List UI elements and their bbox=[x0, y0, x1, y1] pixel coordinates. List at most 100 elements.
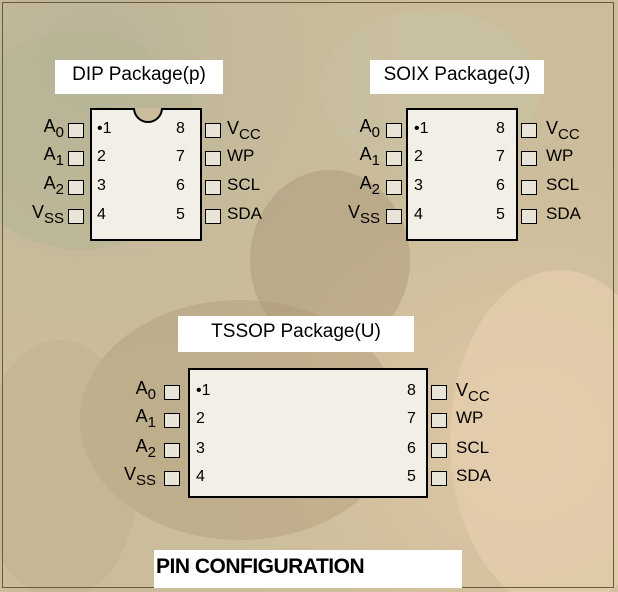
soix-pin-number-4: 4 bbox=[414, 206, 423, 223]
soix-pin-label-left-3-subscript: 2 bbox=[371, 181, 380, 198]
dip-pin-label-left-4: VSS bbox=[32, 202, 64, 227]
tssop-pin-label-right-8-subscript: CC bbox=[468, 388, 490, 405]
tssop-pin-number-5: 5 bbox=[407, 468, 416, 485]
soix-pin-pad-left-2 bbox=[386, 151, 402, 166]
tssop-pin-pad-right-4 bbox=[431, 471, 447, 486]
soix-pin-pad-left-1 bbox=[386, 123, 402, 138]
soix-pin-label-right-6-text: SCL bbox=[546, 175, 580, 194]
dip-pin-label-right-8: VCC bbox=[227, 118, 261, 143]
dip-pin-number-2: 2 bbox=[97, 148, 106, 165]
soix-pin-pad-right-2 bbox=[521, 151, 537, 166]
soix-pin-pad-left-4 bbox=[386, 209, 402, 224]
dip-pin-pad-left-2 bbox=[68, 151, 84, 166]
tssop-pin-label-left-4-subscript: SS bbox=[135, 472, 156, 489]
soix-pin-label-right-5-text: SDA bbox=[546, 204, 581, 223]
tssop-pin-label-left-4: VSS bbox=[123, 464, 156, 489]
soix-pin-label-left-2-subscript: 1 bbox=[371, 152, 380, 169]
soix-pin-label-left-1-text: A bbox=[359, 116, 372, 136]
tssop-pin-label-left-3-text: A bbox=[135, 436, 148, 456]
dip-pin-label-right-7-text: WP bbox=[227, 146, 255, 165]
dip-pin-label-right-5: SDA bbox=[227, 204, 262, 224]
dip-pin-number-5: 5 bbox=[176, 206, 185, 223]
tssop-pin-label-left-2-subscript: 1 bbox=[147, 414, 156, 431]
soix-pin-label-right-8-text: V bbox=[546, 118, 559, 138]
tssop-pin-number-3: 3 bbox=[196, 440, 205, 457]
tssop-pin-pad-left-1 bbox=[164, 385, 180, 400]
soix-pin-label-left-2: A1 bbox=[359, 144, 380, 169]
soix-pin-number-6: 6 bbox=[496, 177, 505, 194]
soix-pin-label-left-1-subscript: 0 bbox=[371, 124, 380, 141]
tssop-pin-number-7: 7 bbox=[407, 410, 416, 427]
tssop-pin-label-right-5-text: SDA bbox=[456, 466, 491, 485]
tssop-pin-pad-left-3 bbox=[164, 443, 180, 458]
dip-pin-label-right-5-text: SDA bbox=[227, 204, 262, 223]
dip-pin-number-3: 3 bbox=[97, 177, 106, 194]
tssop-pin-label-right-8: VCC bbox=[456, 380, 490, 405]
tssop-pin-pad-left-4 bbox=[164, 471, 180, 486]
tssop-pin-pad-left-2 bbox=[164, 413, 180, 428]
dip-pin-label-right-7: WP bbox=[227, 146, 254, 166]
tssop-pin-label-right-8-text: V bbox=[456, 380, 469, 400]
tssop-pin-number-8: 8 bbox=[407, 382, 416, 399]
tssop-pin-label-right-6-text: SCL bbox=[456, 438, 490, 457]
soix-pin-label-right-8: VCC bbox=[546, 118, 580, 143]
dip-pin-label-right-8-text: V bbox=[227, 118, 240, 138]
soix-pin-label-left-2-text: A bbox=[359, 144, 372, 164]
dip-pin-label-right-6-text: SCL bbox=[227, 175, 261, 194]
dip-pin-pad-left-4 bbox=[68, 209, 84, 224]
dip-pin-number-4: 4 bbox=[97, 206, 106, 223]
tssop-package-title: TSSOP Package(U) bbox=[178, 316, 414, 352]
tssop-pin-pad-right-1 bbox=[431, 385, 447, 400]
dip-pin-pad-right-3 bbox=[205, 180, 221, 195]
tssop-chip-body bbox=[188, 368, 428, 498]
dip-chip-body bbox=[90, 108, 202, 241]
dip-pin-label-left-3-text: A bbox=[43, 173, 56, 193]
soix-pin-label-right-5: SDA bbox=[546, 204, 581, 224]
soix-pin-label-right-8-subscript: CC bbox=[558, 126, 580, 143]
soix-pin-label-right-7-text: WP bbox=[546, 146, 574, 165]
soix-chip-body bbox=[406, 108, 518, 241]
dip-pin-number-8: 8 bbox=[176, 120, 185, 137]
dip-pin-label-left-1: A0 bbox=[44, 116, 64, 141]
dip-pin-label-left-2-subscript: 1 bbox=[55, 152, 64, 169]
soix-pin-label-right-6: SCL bbox=[546, 175, 579, 195]
dip-package-title: DIP Package(p) bbox=[55, 60, 223, 94]
soix-pin-label-right-7: WP bbox=[546, 146, 573, 166]
soix-pin-number-7: 7 bbox=[496, 148, 505, 165]
pin-configuration-heading: PIN CONFIGURATION bbox=[154, 550, 462, 588]
tssop-pin-label-right-5: SDA bbox=[456, 466, 491, 486]
tssop-pin-label-left-1-text: A bbox=[135, 378, 148, 398]
soix-pin-label-left-4-text: V bbox=[347, 202, 360, 222]
soix-pin-label-left-4: VSS bbox=[347, 202, 380, 227]
dip-pin-number-7: 7 bbox=[176, 148, 185, 165]
tssop-pin-number-6: 6 bbox=[407, 440, 416, 457]
dip-pin-label-left-3-subscript: 2 bbox=[55, 181, 64, 198]
soix-package-title: SOIX Package(J) bbox=[370, 60, 544, 94]
dip-pin-pad-right-1 bbox=[205, 123, 221, 138]
soix-pin-number-2: 2 bbox=[414, 148, 423, 165]
dip-pin-label-left-1-subscript: 0 bbox=[55, 124, 64, 141]
dip-pin-label-left-2: A1 bbox=[44, 144, 64, 169]
tssop-pin-label-right-7: WP bbox=[456, 408, 483, 428]
tssop-pin-label-left-4-text: V bbox=[123, 464, 136, 484]
tssop-pin-label-left-3-subscript: 2 bbox=[147, 444, 156, 461]
tssop-pin-number-4: 4 bbox=[196, 468, 205, 485]
tssop-pin-label-right-6: SCL bbox=[456, 438, 489, 458]
tssop-pin-number-1: •1 bbox=[196, 382, 211, 399]
tssop-pin-number-2: 2 bbox=[196, 410, 205, 427]
dip-pin-pad-left-1 bbox=[68, 123, 84, 138]
soix-pin-pad-left-3 bbox=[386, 180, 402, 195]
soix-pin-number-5: 5 bbox=[496, 206, 505, 223]
dip-pin-label-right-8-subscript: CC bbox=[239, 126, 261, 143]
dip-pin-number-6: 6 bbox=[176, 177, 185, 194]
soix-pin-number-8: 8 bbox=[496, 120, 505, 137]
tssop-pin-pad-right-3 bbox=[431, 443, 447, 458]
tssop-pin-label-left-2: A1 bbox=[135, 406, 156, 431]
soix-pin-label-left-3: A2 bbox=[360, 173, 380, 198]
dip-pin-label-right-6: SCL bbox=[227, 175, 260, 195]
tssop-pin-pad-right-2 bbox=[431, 413, 447, 428]
tssop-pin-label-left-2-text: A bbox=[135, 406, 148, 426]
tssop-pin-label-left-1: A0 bbox=[135, 378, 156, 403]
soix-pin-pad-right-3 bbox=[521, 180, 537, 195]
